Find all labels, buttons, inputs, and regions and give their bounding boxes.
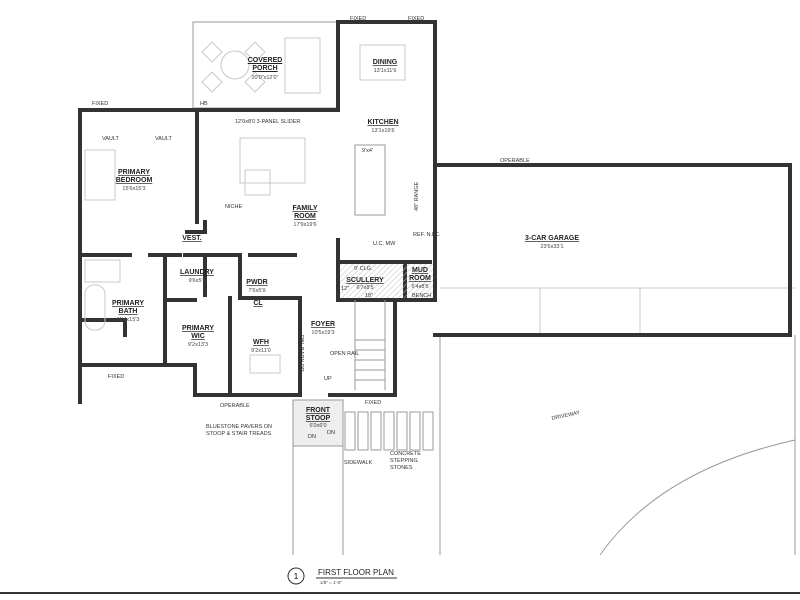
note-operable-2: OPERABLE [500, 158, 530, 164]
label-primary-bedroom-2: BEDROOM [116, 177, 153, 184]
label-front-stoop-2: STOOP [306, 415, 331, 422]
note-fixed-1: FIXED [350, 16, 366, 22]
label-wfh: WFH [253, 339, 269, 346]
note-vault-1: VAULT [102, 136, 120, 142]
note-bench: BENCH [412, 293, 431, 299]
label-front-stoop-1: FRONT [306, 407, 331, 414]
note-stones-3: STONES [390, 465, 413, 471]
dims-wfh: 9'2x11'0 [251, 348, 271, 354]
dims-family-room: 17'9x19'6 [293, 222, 316, 228]
note-open-rail: OPEN RAIL [330, 351, 359, 357]
label-closet: CL [253, 300, 263, 307]
note-stones-1: CONCRETE [390, 451, 421, 457]
note-hb: HB [200, 101, 208, 107]
label-scullery: SCULLERY [346, 277, 384, 284]
drawing-title: FIRST FLOOR PLAN [318, 568, 394, 577]
note-driveway: DRIVEWAY [551, 410, 581, 422]
label-primary-bath-1: PRIMARY [112, 300, 144, 307]
note-12in: 12" [341, 286, 349, 292]
dims-scullery: 6'7x8'5 [356, 285, 373, 291]
label-garage: 3-CAR GARAGE [525, 235, 579, 242]
note-island: 9'x4' [362, 148, 373, 154]
dims-primary-bath: 11'4x15'3 [117, 317, 140, 323]
kitchen-island [354, 144, 386, 216]
porch-furniture [201, 37, 321, 94]
annotations: FIXED FIXED FIXED FIXED FIXED OPERABLE O… [92, 16, 581, 471]
note-stones-2: STEPPING [390, 458, 418, 464]
dims-dining: 13'1x11'6 [374, 68, 397, 74]
note-pavers-2: STOOP & STAIR TREADS [206, 431, 272, 437]
label-mud-room-1: MUD [412, 267, 428, 274]
drawing-scale: 1/8" = 1'-0" [320, 580, 342, 585]
dims-foyer: 10'5x19'3 [311, 330, 334, 336]
label-primary-wic-1: PRIMARY [182, 325, 214, 332]
garage-walls [433, 163, 792, 337]
dims-laundry: 9'6x5'6 [188, 278, 205, 284]
dims-mud-room: 6'4x8'5 [411, 284, 428, 290]
label-foyer: FOYER [311, 321, 335, 328]
label-kitchen: KITCHEN [367, 119, 398, 126]
note-range: 48" RANGE [414, 182, 420, 211]
note-dn-2: DN [327, 430, 335, 436]
title-block: 1 FIRST FLOOR PLAN 1/8" = 1'-0" [0, 567, 800, 594]
label-family-room-2: ROOM [294, 213, 316, 220]
label-vestibule: VEST. [182, 235, 202, 242]
note-sidewalk: SIDEWALK [344, 460, 373, 466]
note-dn-1: DN [308, 434, 316, 440]
furniture [84, 44, 406, 374]
label-powder: PWDR [246, 279, 267, 286]
note-18in: 18" [365, 293, 373, 299]
dims-garage: 23'6x33'1 [540, 244, 563, 250]
front-stoop [292, 399, 344, 447]
note-vault-2: VAULT [155, 136, 173, 142]
dims-kitchen: 13'1x19'6 [371, 128, 394, 134]
dims-primary-wic: 9'2x13'3 [188, 342, 208, 348]
label-primary-bedroom-1: PRIMARY [118, 169, 150, 176]
note-pavers-1: BLUESTONE PAVERS ON [206, 424, 272, 430]
label-primary-bath-2: BATH [119, 308, 138, 315]
note-fixed-5: FIXED [365, 400, 381, 406]
driveway [439, 287, 796, 556]
note-fixed-2: FIXED [408, 16, 424, 22]
drawing-number-circle [287, 567, 305, 585]
house-walls [78, 20, 437, 404]
note-operable-1: OPERABLE [220, 403, 250, 409]
note-up: UP [324, 376, 332, 382]
stepping-stones [344, 411, 434, 451]
dims-primary-bedroom: 15'6x15'3 [122, 186, 145, 192]
drawing-number: 1 [294, 572, 299, 581]
note-slider: 12'0x8'0 3-PANEL SLIDER [235, 119, 300, 125]
label-covered-porch: COVERED PORCH [247, 57, 283, 72]
room-labels: 20'0"x12'0" DINING 13'1x11'6 KITCHEN 13'… [112, 59, 579, 429]
dims-front-stoop: 6'0x6'0 [309, 423, 326, 429]
note-barn-door: DBL BARN DR [298, 335, 304, 372]
sidewalk [292, 445, 344, 555]
label-primary-wic-2: WIC [191, 333, 205, 340]
label-laundry: LAUNDRY [180, 269, 214, 276]
stairs [354, 300, 386, 390]
note-ucmw: U.C. MW [373, 241, 396, 247]
label-mud-room-2: ROOM [409, 275, 431, 282]
note-clg: 9' CLG. [354, 266, 373, 272]
label-family-room-1: FAMILY [292, 205, 317, 212]
note-ref: REF. N.I.C. [413, 232, 441, 238]
note-fixed-3: FIXED [92, 101, 108, 107]
dims-powder: 7'6x5'9 [248, 288, 265, 294]
dims-covered-porch: 20'0"x12'0" [251, 75, 278, 81]
label-dining: DINING [373, 59, 398, 66]
note-niche: NICHE [225, 204, 242, 210]
scullery-floor [340, 264, 433, 298]
note-fixed-4: FIXED [108, 374, 124, 380]
